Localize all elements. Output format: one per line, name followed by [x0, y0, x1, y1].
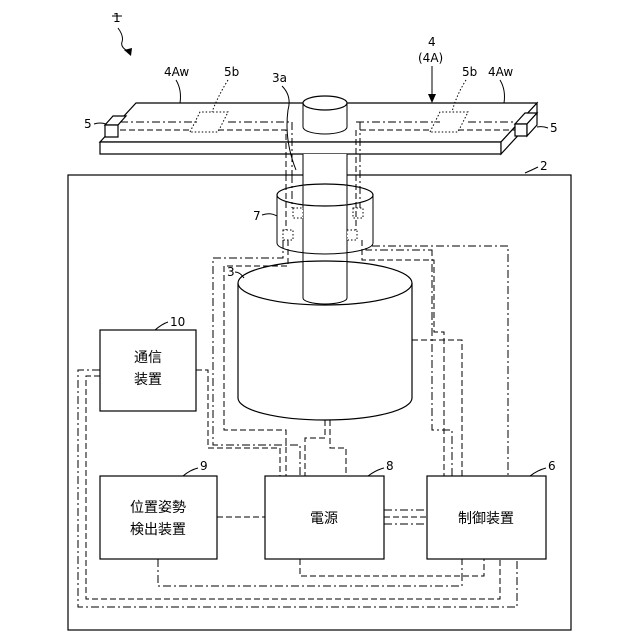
comm-device-box	[100, 330, 196, 411]
system-ref: 1	[112, 11, 132, 56]
attitude-detector-ref: 9	[200, 459, 208, 473]
attitude-detector-line2: 検出装置	[130, 522, 186, 538]
motor-ref: 3	[227, 265, 235, 279]
controller-ref: 6	[548, 459, 556, 473]
controller-label: 制御装置	[458, 511, 514, 527]
rotor-ref: 4	[428, 35, 436, 49]
shaft-ref: 3a	[272, 71, 287, 85]
blade-left-ref: 4Aw	[164, 65, 189, 79]
comm-device-ref: 10	[170, 315, 185, 329]
end-left-ref: 5	[84, 117, 92, 131]
slip-ring-ref: 7	[253, 209, 261, 223]
end-right-ref: 5	[550, 121, 558, 135]
comm-device-line1: 通信	[134, 350, 162, 366]
sensor-right-ref: 5b	[462, 65, 477, 79]
sensor-left-ref: 5b	[224, 65, 239, 79]
attitude-detector-line1: 位置姿勢	[130, 500, 186, 516]
power-supply-label: 電源	[310, 511, 338, 527]
attitude-detector-box	[100, 476, 217, 559]
rotor-sub-ref: (4A)	[418, 51, 443, 65]
power-supply-ref: 8	[386, 459, 394, 473]
system-ref-label: 1	[113, 11, 121, 25]
motor	[238, 261, 412, 420]
blade-right-ref: 4Aw	[488, 65, 513, 79]
comm-device-line2: 装置	[134, 372, 162, 388]
housing-ref: 2	[540, 159, 548, 173]
